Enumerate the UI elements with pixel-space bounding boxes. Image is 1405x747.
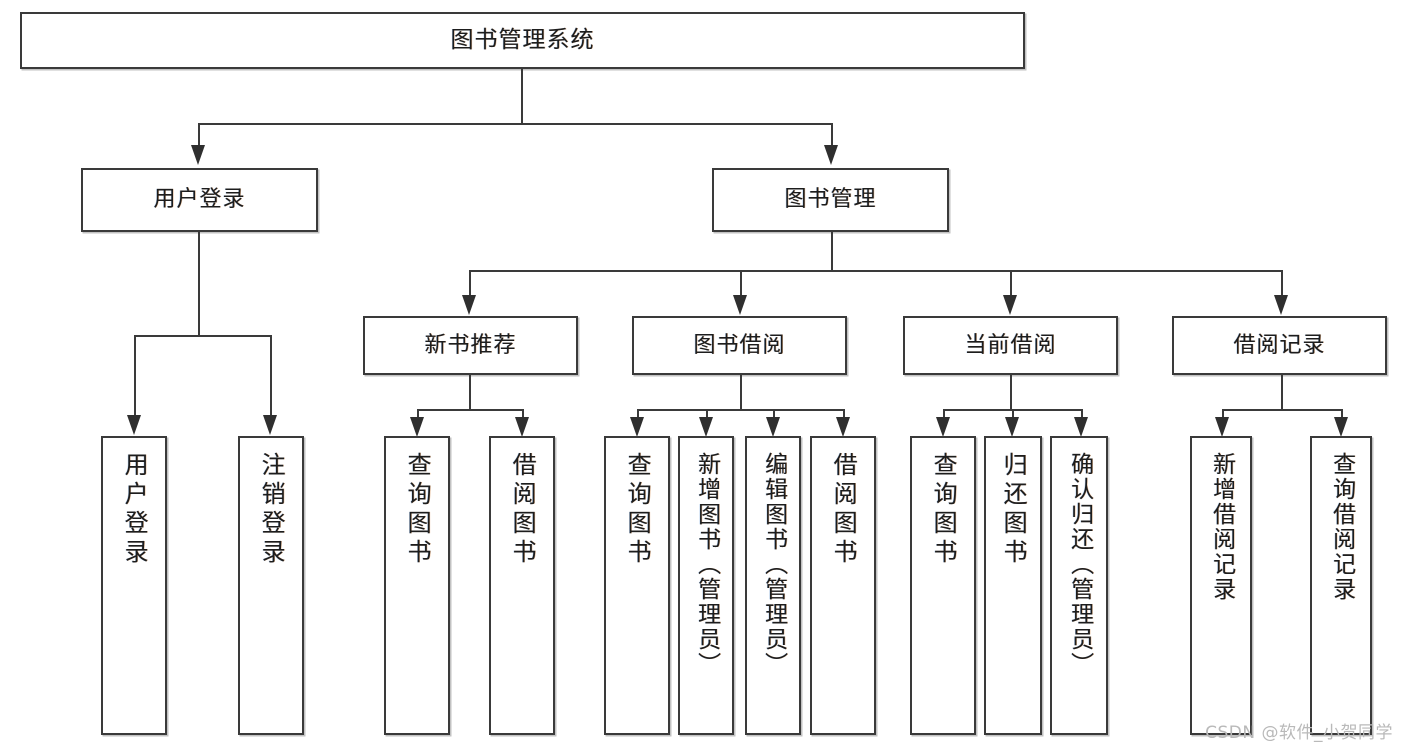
leaf-borrow-edit-book-admin[interactable]: 编辑图书（管理员） bbox=[745, 436, 801, 735]
connector-userlogin-drop-2 bbox=[270, 335, 272, 415]
arrow-head-newbook-1 bbox=[410, 417, 424, 437]
connector-current-stem bbox=[1010, 375, 1012, 409]
leaf-logout[interactable]: 注销登录 bbox=[238, 436, 304, 735]
node-root-system[interactable]: 图书管理系统 bbox=[20, 12, 1025, 69]
node-label: 图书管理 bbox=[784, 187, 877, 213]
connector-borrow-stem bbox=[740, 375, 742, 409]
connector-root-bus bbox=[198, 123, 832, 125]
leaf-current-query-book[interactable]: 查询图书 bbox=[910, 436, 976, 735]
connector-bookmgmt-drop-3 bbox=[1010, 270, 1012, 295]
connector-bookmgmt-drop-4 bbox=[1281, 270, 1283, 295]
arrow-head-records-2 bbox=[1334, 417, 1348, 437]
connector-borrow-bus bbox=[637, 409, 843, 411]
arrow-head-bookmgmt-4 bbox=[1274, 295, 1288, 315]
leaf-newbook-borrow-book[interactable]: 借阅图书 bbox=[489, 436, 555, 735]
connector-borrow-drop-2 bbox=[706, 409, 708, 417]
connector-records-stem bbox=[1281, 375, 1283, 409]
connector-newbook-drop-1 bbox=[417, 409, 419, 417]
node-borrow-records[interactable]: 借阅记录 bbox=[1172, 316, 1387, 375]
node-label: 归还图书 bbox=[999, 452, 1028, 568]
connector-borrow-drop-1 bbox=[637, 409, 639, 417]
node-label: 查询图书 bbox=[929, 452, 958, 568]
connector-newbook-drop-2 bbox=[522, 409, 524, 417]
node-label: 确认归还（管理员） bbox=[1066, 452, 1093, 677]
node-book-borrow[interactable]: 图书借阅 bbox=[632, 316, 847, 375]
node-label: 查询图书 bbox=[403, 452, 432, 568]
arrow-head-records-1 bbox=[1215, 417, 1229, 437]
node-label: 注销登录 bbox=[257, 452, 286, 568]
node-label: 图书借阅 bbox=[693, 332, 786, 358]
node-current-borrow[interactable]: 当前借阅 bbox=[903, 316, 1118, 375]
node-book-management[interactable]: 图书管理 bbox=[712, 168, 949, 232]
connector-bookmgmt-bus bbox=[469, 270, 1281, 272]
leaf-borrow-add-book-admin[interactable]: 新增图书（管理员） bbox=[678, 436, 734, 735]
arrow-head-userlogin-2 bbox=[263, 415, 277, 435]
arrow-head-current-3 bbox=[1074, 417, 1088, 437]
arrow-head-current-1 bbox=[936, 417, 950, 437]
node-label: 编辑图书（管理员） bbox=[760, 452, 787, 677]
node-label: 新增图书（管理员） bbox=[693, 452, 720, 677]
connector-current-drop-2 bbox=[1012, 409, 1014, 417]
connector-bookmgmt-drop-1 bbox=[469, 270, 471, 295]
leaf-borrow-query-book[interactable]: 查询图书 bbox=[604, 436, 670, 735]
connector-current-drop-1 bbox=[943, 409, 945, 417]
node-label: 新增借阅记录 bbox=[1208, 452, 1235, 602]
arrow-head-borrow-4 bbox=[836, 417, 850, 437]
connector-borrow-drop-4 bbox=[843, 409, 845, 417]
node-label: 用户登录 bbox=[153, 187, 246, 213]
arrow-head-bookmgmt-2 bbox=[733, 295, 747, 315]
connector-userlogin-drop-1 bbox=[134, 335, 136, 415]
node-user-login[interactable]: 用户登录 bbox=[81, 168, 318, 232]
arrow-head-current-2 bbox=[1005, 417, 1019, 437]
arrow-head-borrow-2 bbox=[699, 417, 713, 437]
connector-records-drop-2 bbox=[1341, 409, 1343, 417]
leaf-user-login[interactable]: 用户登录 bbox=[101, 436, 167, 735]
connector-current-drop-3 bbox=[1081, 409, 1083, 417]
node-label: 查询图书 bbox=[623, 452, 652, 568]
connector-records-drop-1 bbox=[1222, 409, 1224, 417]
node-label: 借阅图书 bbox=[829, 452, 858, 568]
connector-newbook-stem bbox=[469, 375, 471, 409]
node-label: 借阅图书 bbox=[508, 452, 537, 568]
arrow-head-root-1 bbox=[191, 145, 205, 165]
node-label: 借阅记录 bbox=[1233, 332, 1326, 358]
arrow-head-userlogin-1 bbox=[127, 415, 141, 435]
connector-userlogin-stem bbox=[198, 232, 200, 335]
node-label: 图书管理系统 bbox=[450, 27, 595, 54]
leaf-borrow-borrow-book[interactable]: 借阅图书 bbox=[810, 436, 876, 735]
node-label: 用户登录 bbox=[120, 452, 149, 568]
arrow-head-borrow-1 bbox=[630, 417, 644, 437]
connector-bookmgmt-stem bbox=[831, 232, 833, 270]
leaf-current-return-book[interactable]: 归还图书 bbox=[984, 436, 1042, 735]
node-label: 当前借阅 bbox=[964, 332, 1057, 358]
connector-root-drop-2 bbox=[831, 123, 833, 145]
connector-userlogin-bus bbox=[134, 335, 271, 337]
node-label: 查询借阅记录 bbox=[1328, 452, 1355, 602]
leaf-current-confirm-return-admin[interactable]: 确认归还（管理员） bbox=[1050, 436, 1108, 735]
leaf-records-query-record[interactable]: 查询借阅记录 bbox=[1310, 436, 1372, 735]
node-new-book-recommend[interactable]: 新书推荐 bbox=[363, 316, 578, 375]
csdn-watermark: CSDN @软件_小贺同学 bbox=[1205, 723, 1393, 743]
connector-root-stem bbox=[521, 69, 523, 123]
connector-borrow-drop-3 bbox=[773, 409, 775, 417]
arrow-head-root-2 bbox=[824, 145, 838, 165]
leaf-newbook-query-book[interactable]: 查询图书 bbox=[384, 436, 450, 735]
connector-newbook-bus bbox=[417, 409, 522, 411]
connector-root-drop-1 bbox=[198, 123, 200, 145]
arrow-head-borrow-3 bbox=[766, 417, 780, 437]
node-label: 新书推荐 bbox=[424, 332, 517, 358]
connector-records-bus bbox=[1222, 409, 1341, 411]
arrow-head-bookmgmt-3 bbox=[1003, 295, 1017, 315]
arrow-head-bookmgmt-1 bbox=[462, 295, 476, 315]
arrow-head-newbook-2 bbox=[515, 417, 529, 437]
leaf-records-add-record[interactable]: 新增借阅记录 bbox=[1190, 436, 1252, 735]
connector-bookmgmt-drop-2 bbox=[740, 270, 742, 295]
